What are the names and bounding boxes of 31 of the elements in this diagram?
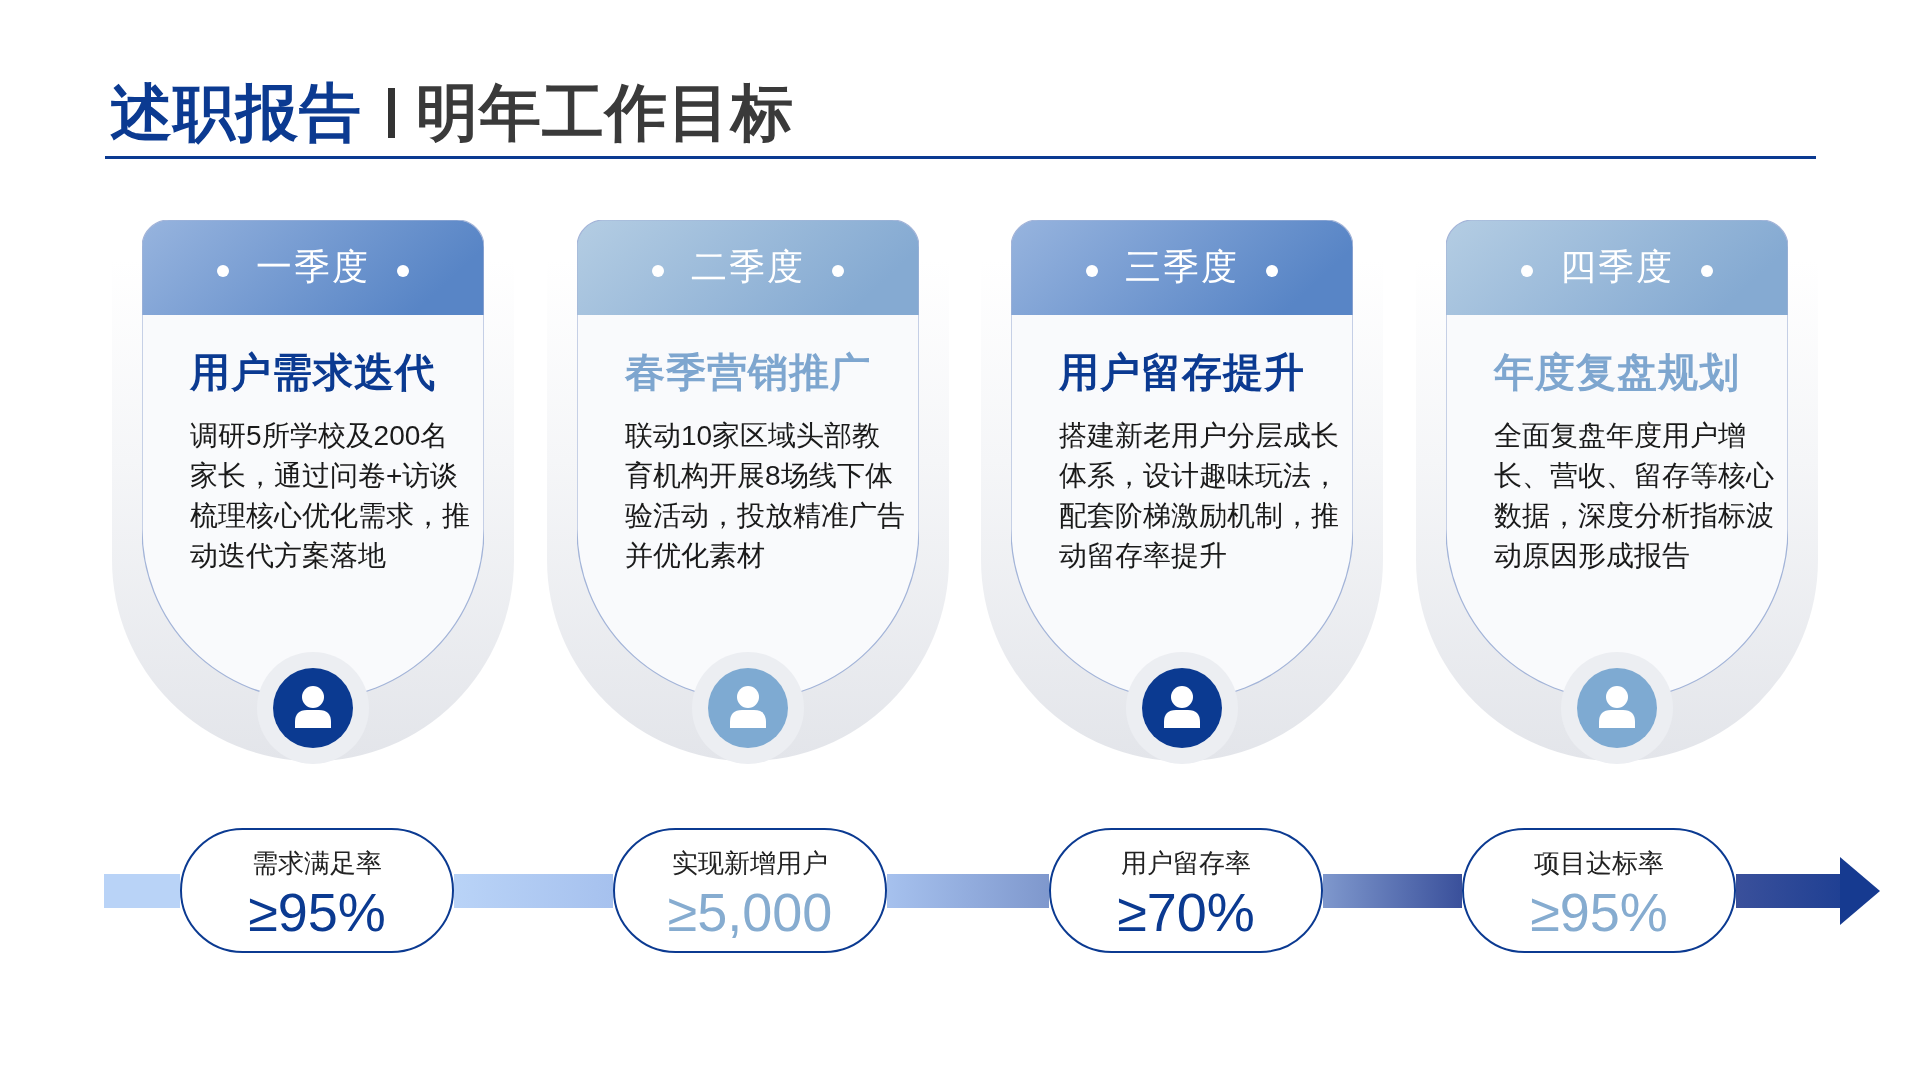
quarter-card <box>577 220 919 764</box>
quarter-heading: 四季度 <box>1560 245 1674 289</box>
timeline-bar <box>454 874 613 908</box>
card-description: 调研5所学校及200名家长，通过问卷+访谈梳理核心优化需求，推动迭代方案落地 <box>190 419 470 573</box>
quarter-heading: 二季度 <box>691 245 805 289</box>
metric-label: 项目达标率 <box>1534 847 1664 880</box>
metric-value: ≥95% <box>248 881 386 944</box>
quarter-card <box>1446 220 1788 764</box>
card-title: 年度复盘规划 <box>1494 348 1740 397</box>
quarter-heading: 一季度 <box>256 245 370 289</box>
card-title: 用户需求迭代 <box>190 348 436 397</box>
metric-label: 实现新增用户 <box>672 847 828 880</box>
metric-value: ≥70% <box>1117 881 1255 944</box>
card-description: 联动10家区域头部教育机构开展8场线下体验活动，投放精准广告并优化素材 <box>625 419 905 573</box>
quarter-heading: 三季度 <box>1125 245 1239 289</box>
timeline-bar <box>1323 874 1462 908</box>
title: 述职报告 <box>110 77 362 149</box>
timeline-arrow <box>1736 857 1880 925</box>
metric-value: ≥95% <box>1530 881 1668 944</box>
quarter-card <box>1011 220 1353 764</box>
card-description: 搭建新老用户分层成长体系，设计趣味玩法，配套阶梯激励机制，推动留存率提升 <box>1059 419 1339 573</box>
metric-label: 用户留存率 <box>1121 847 1251 880</box>
timeline-bar <box>887 874 1049 908</box>
card-title: 用户留存提升 <box>1059 348 1305 397</box>
card-title: 春季营销推广 <box>625 348 871 397</box>
timeline-bar <box>104 874 180 908</box>
metric-label: 需求满足率 <box>252 847 382 880</box>
card-description: 全面复盘年度用户增长、营收、留存等核心数据，深度分析指标波动原因形成报告 <box>1494 419 1774 573</box>
metric-value: ≥5,000 <box>667 881 833 944</box>
quarter-card <box>142 220 484 764</box>
subtitle: 明年工作目标 <box>416 77 794 149</box>
